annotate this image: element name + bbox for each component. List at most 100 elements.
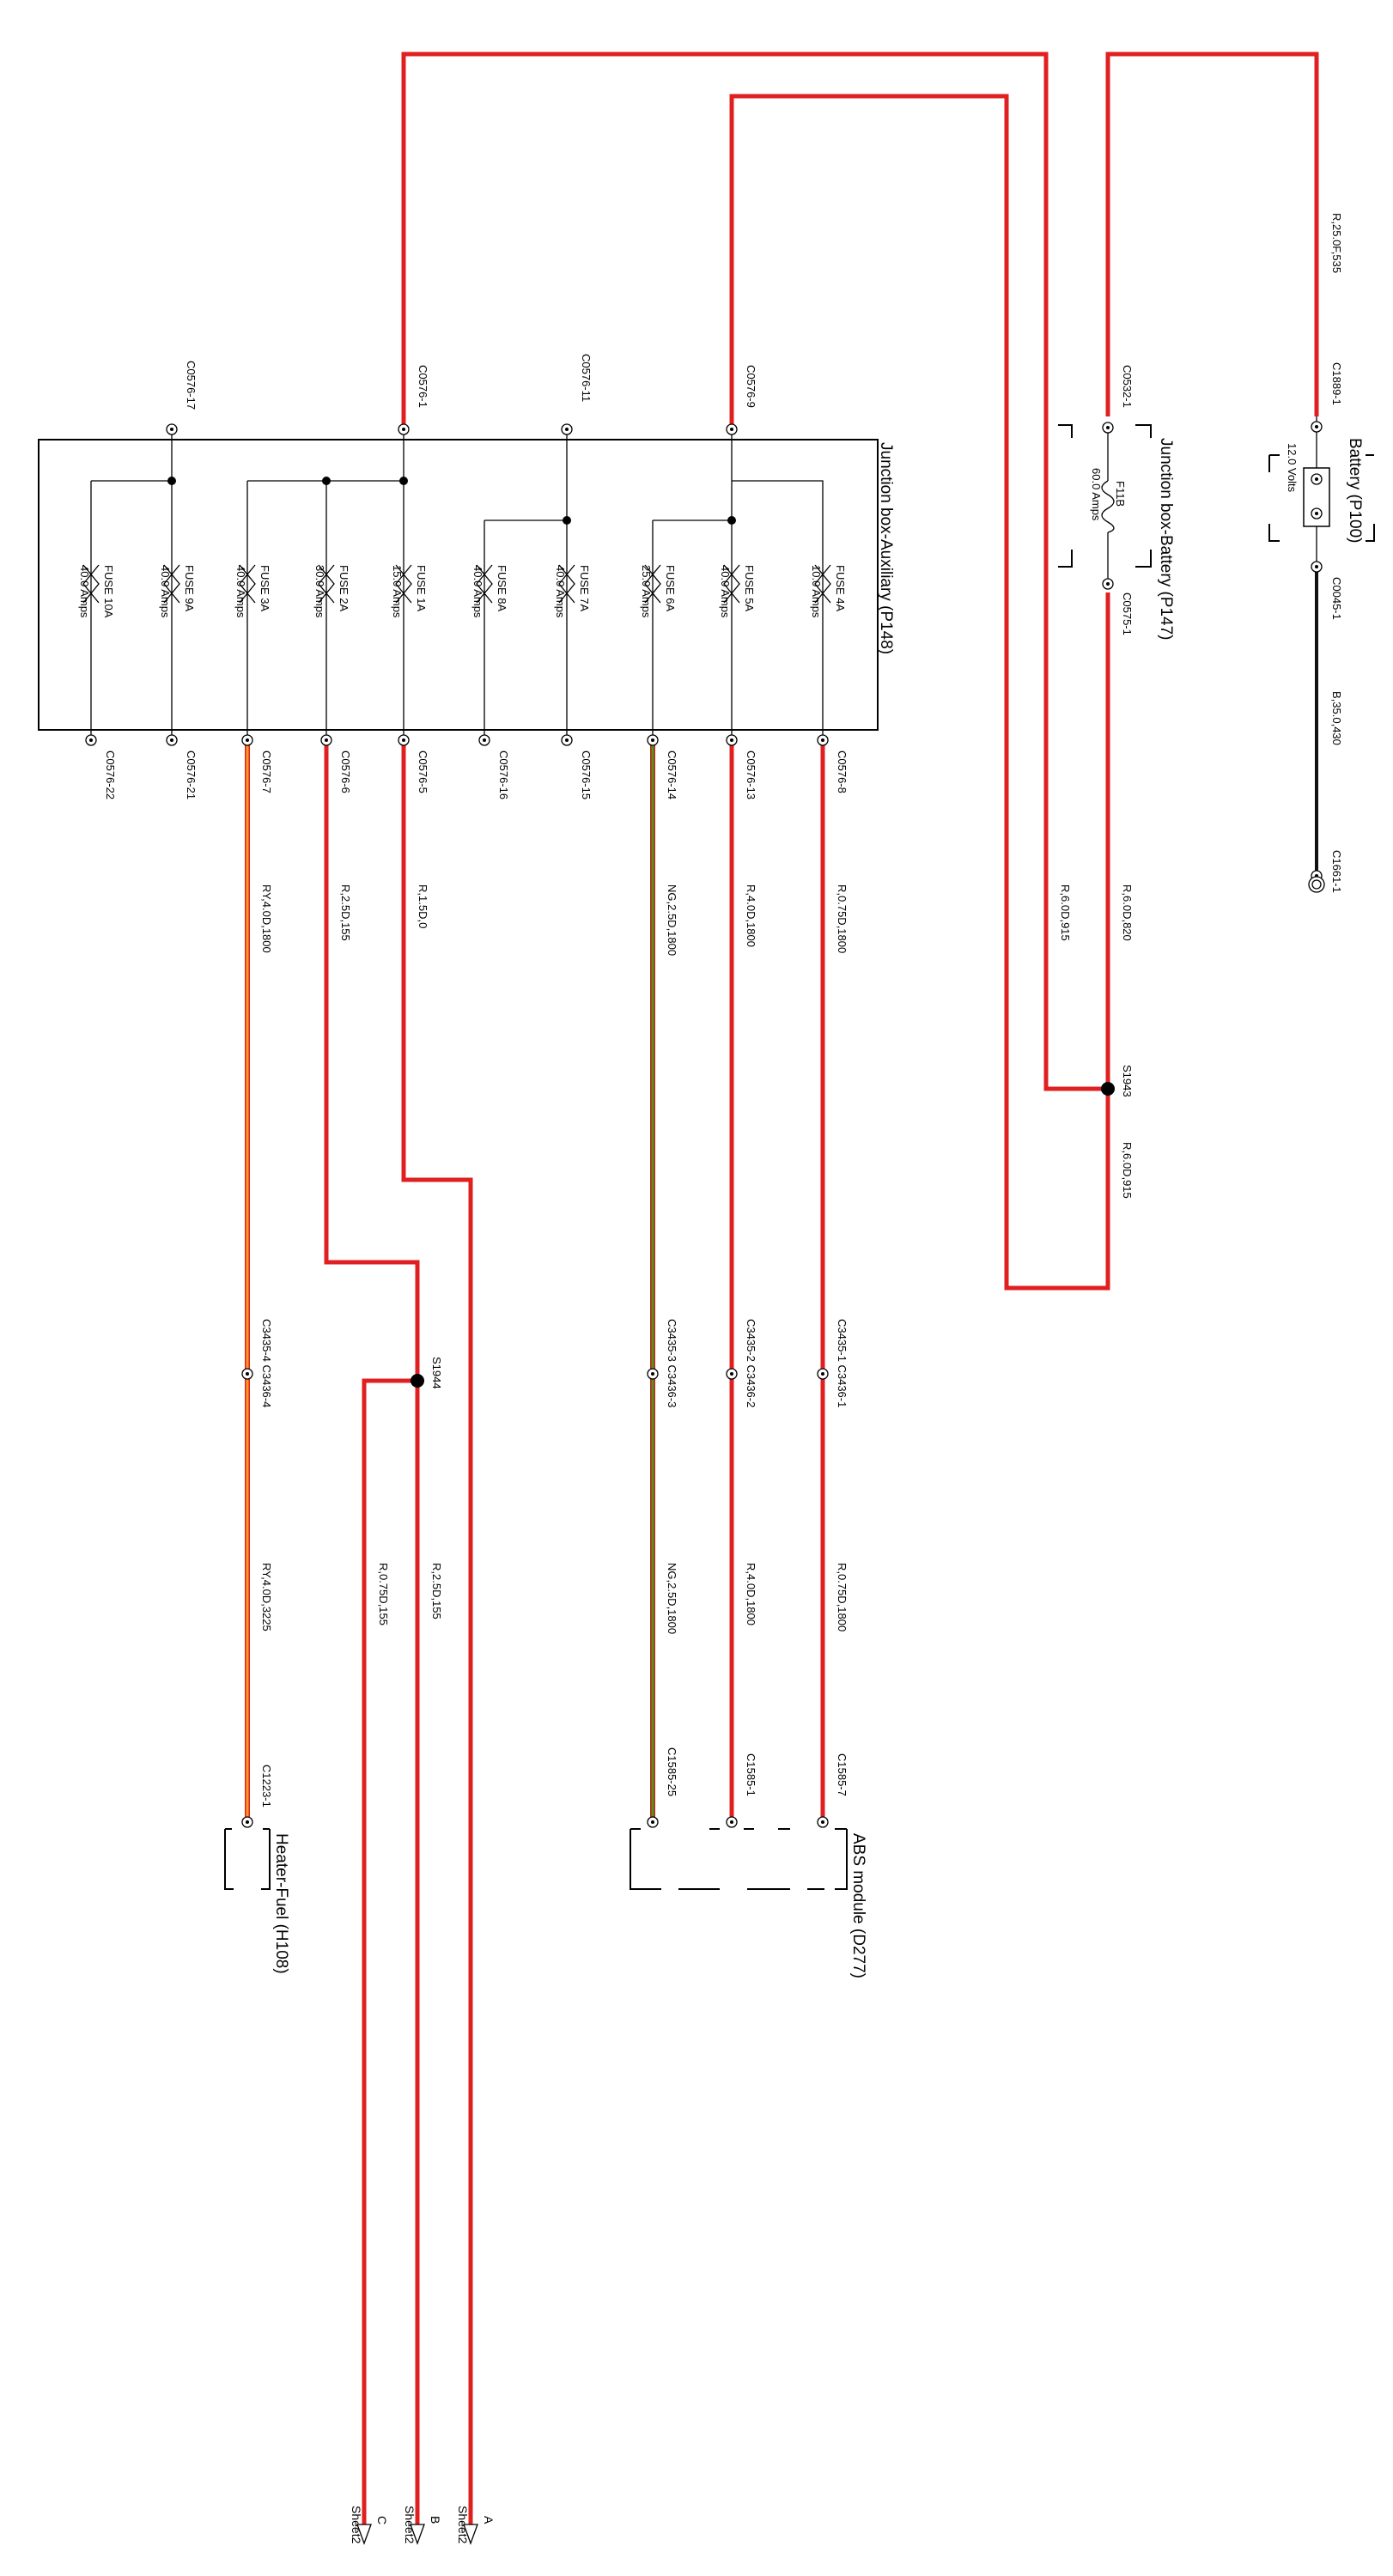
svg-text:FUSE 10A: FUSE 10A <box>102 565 115 618</box>
abs-connector-0: C1585-25 <box>666 1747 678 1796</box>
svg-text:FUSE 3A: FUSE 3A <box>259 565 271 612</box>
svg-text:40.0 Amps: 40.0 Amps <box>234 565 247 618</box>
offsheet-a-sheet: Sheet2 <box>456 2506 470 2544</box>
jb-aux-component: Junction box-Auxiliary (P148) C0576-17 C… <box>38 354 895 799</box>
inline-connector-1: C3435-3 C3436-3 <box>666 1319 678 1407</box>
wire-c0576-6 <box>324 738 420 2524</box>
top-connector-1: C0576-1 <box>417 365 429 408</box>
fuse-7a: FUSE 7A 40.0 Amps C0576-15 <box>554 550 593 799</box>
offsheet-c-letter: C <box>375 2516 389 2524</box>
fuse-4a: FUSE 4A 10.0 Amps C0576-8 <box>810 550 849 793</box>
fuse-8a: FUSE 8A 40.0 Amps C0576-16 <box>471 550 510 799</box>
jb-battery-component: Junction box-Battery (P147) F11B 60.0 Am… <box>1058 365 1175 641</box>
svg-text:40.0 Amps: 40.0 Amps <box>719 565 732 618</box>
offsheet-connectors: A Sheet2 B Sheet2 C Sheet2 <box>350 2506 496 2545</box>
fuse-5a: FUSE 5A 40.0 Amps C0576-13 <box>719 550 757 799</box>
svg-text:C0576-5: C0576-5 <box>417 750 429 793</box>
svg-text:40.0 Amps: 40.0 Amps <box>554 565 567 618</box>
wire-label-c5: R,1.5D,0 <box>417 884 429 928</box>
feed-wire-2: R,6.0D,915 <box>1059 884 1072 941</box>
svg-text:C0576-21: C0576-21 <box>185 750 198 799</box>
svg-text:C0576-8: C0576-8 <box>836 750 849 793</box>
battery-ground-connector: C1661-1 <box>1330 850 1343 893</box>
heater-component: C1223-1 Heater-Fuel (H108) <box>224 1765 290 1974</box>
top-connector-0: C0576-17 <box>185 361 198 410</box>
svg-text:40.0 Amps: 40.0 Amps <box>471 565 484 618</box>
svg-text:FUSE 7A: FUSE 7A <box>578 565 591 612</box>
lower-wire-labels: RY,4.0D,3225 R,0.75D,155 R,2.5D,155 NG,2… <box>260 1563 849 1634</box>
heater-connector: C1223-1 <box>260 1765 273 1807</box>
svg-text:FUSE 5A: FUSE 5A <box>743 565 756 612</box>
wire-label-lower-b: R,2.5D,155 <box>430 1563 443 1619</box>
splice-s1944: S1944 <box>430 1357 443 1389</box>
wire-label-c14: NG,2.5D,1800 <box>666 884 678 956</box>
wire-label-c8: R,0.75D,1800 <box>836 884 849 953</box>
svg-text:FUSE 1A: FUSE 1A <box>415 565 428 612</box>
battery-neg-connector: C0045-1 <box>1330 577 1343 620</box>
offsheet-a-letter: A <box>482 2516 496 2524</box>
offsheet-b-letter: B <box>429 2516 442 2524</box>
abs-title: ABS module (D277) <box>849 1833 867 1978</box>
battery-voltage: 12.0 Volts <box>1286 443 1299 493</box>
svg-text:C0576-15: C0576-15 <box>580 750 593 799</box>
wire-label-lower-ng: NG,2.5D,1800 <box>666 1563 678 1634</box>
wire-s1944-branch <box>362 1378 417 2524</box>
fuse-9a: FUSE 9A 40.0 Amps C0576-21 <box>159 550 198 799</box>
battery-title: Battery (P100) <box>1346 438 1364 544</box>
splice-s1943-dot <box>1101 1082 1115 1096</box>
offsheet-c-sheet: Sheet2 <box>350 2506 363 2544</box>
svg-text:FUSE 4A: FUSE 4A <box>834 565 847 612</box>
jb-battery-fuse-name: F11B <box>1114 481 1127 507</box>
svg-text:FUSE 8A: FUSE 8A <box>496 565 508 612</box>
svg-text:40.0 Amps: 40.0 Amps <box>78 565 91 618</box>
wire-label-lower-ry: RY,4.0D,3225 <box>260 1563 273 1631</box>
jb-aux-title: Junction box-Auxiliary (P148) <box>877 442 895 654</box>
feed-wire-3: R,6.0D,915 <box>1121 1142 1134 1199</box>
abs-connector-2: C1585-7 <box>836 1753 849 1796</box>
battery-component: Battery (P100) 12.0 Volts C1889-1 C0045-… <box>1268 213 1375 893</box>
svg-text:C0576-13: C0576-13 <box>745 750 757 799</box>
jb-battery-out-connector: C0575-1 <box>1121 592 1134 635</box>
jb-battery-in-connector: C0532-1 <box>1121 365 1134 408</box>
inline-connector-3: C3435-1 C3436-1 <box>836 1319 849 1407</box>
abs-connector-1: C1585-1 <box>745 1753 757 1796</box>
svg-text:FUSE 2A: FUSE 2A <box>338 565 350 612</box>
offsheet-b-sheet: Sheet2 <box>403 2506 417 2544</box>
svg-text:30.0 Amps: 30.0 Amps <box>313 565 326 618</box>
fuse-10a: FUSE 10A 40.0 Amps C0576-22 <box>78 550 117 799</box>
fuse-1a: FUSE 1A 15.0 Amps C0576-5 <box>391 550 429 793</box>
wire-label-c7: RY,4.0D,1800 <box>260 884 273 953</box>
svg-text:C0576-22: C0576-22 <box>104 750 117 799</box>
svg-text:10.0 Amps: 10.0 Amps <box>810 565 823 618</box>
battery-pos-connector: C1889-1 <box>1330 362 1343 405</box>
svg-text:FUSE 9A: FUSE 9A <box>183 565 196 612</box>
wire-label-lower-r075: R,0.75D,1800 <box>836 1563 849 1631</box>
svg-text:C0576-7: C0576-7 <box>260 750 273 793</box>
wire-label-c6: R,2.5D,155 <box>339 884 352 941</box>
top-connector-3: C0576-9 <box>745 365 757 408</box>
svg-text:C0576-14: C0576-14 <box>666 750 678 799</box>
feed-wire-1: R,6.0D,820 <box>1121 884 1134 941</box>
fuse-2a: FUSE 2A 30.0 Amps C0576-6 <box>313 550 352 793</box>
svg-text:15.0 Amps: 15.0 Amps <box>391 565 404 618</box>
jb-battery-title: Junction box-Battery (P147) <box>1157 438 1175 641</box>
heater-title: Heater-Fuel (H108) <box>272 1833 290 1974</box>
svg-text:25.0 Amps: 25.0 Amps <box>640 565 653 618</box>
wire-to-c0576-9 <box>729 94 1110 1291</box>
wire-to-c0576-1 <box>401 52 1108 1091</box>
wire-label-lower-r4: R,4.0D,1800 <box>745 1563 757 1625</box>
fuse-3a: FUSE 3A 40.0 Amps C0576-7 <box>234 550 273 793</box>
jb-battery-fuse-rating: 60.0 Amps <box>1090 468 1103 521</box>
wires <box>245 52 1319 2524</box>
svg-text:C0576-16: C0576-16 <box>497 750 510 799</box>
inline-connectors: C3435-4 C3436-4 C3435-3 C3436-3 C3435-2 … <box>241 1319 849 1407</box>
battery-neg-wire: B,35.0,430 <box>1330 691 1343 745</box>
wire-label-c13: R,4.0D,1800 <box>745 884 757 947</box>
splice-s1944-dot <box>411 1374 424 1388</box>
top-connector-2: C0576-11 <box>580 354 593 402</box>
fuse-6a: FUSE 6A 25.0 Amps C0576-14 <box>640 550 678 799</box>
abs-component: C1585-25 C1585-1 C1585-7 ABS module (D27… <box>630 1747 867 1978</box>
svg-text:FUSE 6A: FUSE 6A <box>664 565 677 612</box>
wire-c0576-5 <box>401 738 473 2524</box>
inline-connector-0: C3435-4 C3436-4 <box>260 1319 273 1407</box>
